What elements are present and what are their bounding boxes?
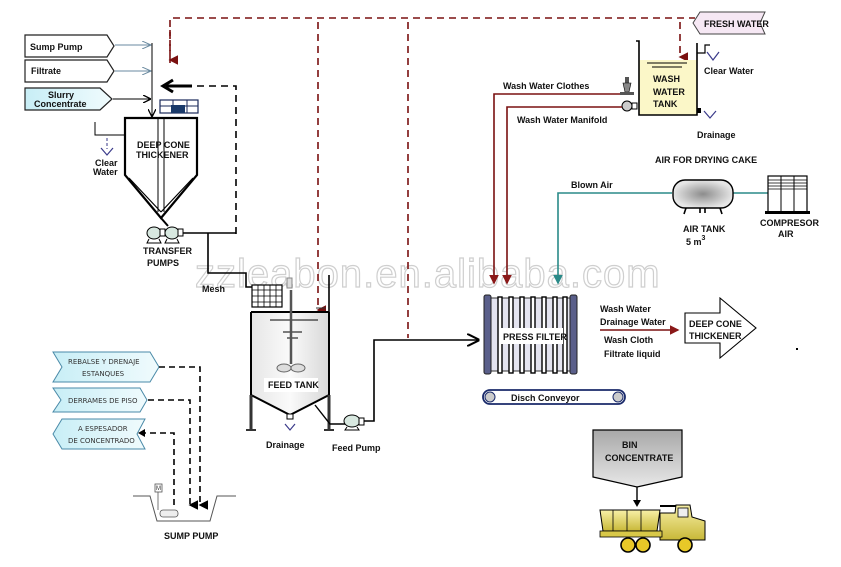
wash-tank-label-2: WATER [653, 87, 685, 97]
fresh-water-label: FRESH WATER [704, 19, 769, 29]
blown-air-label: Blown Air [571, 180, 613, 190]
stray-dot [796, 348, 798, 350]
slurry-concentrate-tag: Slurry Concentrate [24, 87, 113, 111]
thickener-label-1: DEEP CONE [137, 140, 190, 150]
air-tank-label: AIR TANK [683, 224, 726, 234]
sump-area: REBALSE Y DRENAJE ESTANQUES DERRAMES DE … [52, 351, 236, 541]
bin-concentrate: BIN CONCENTRATE [592, 429, 683, 507]
motor-label: M [156, 486, 161, 492]
rebalse-label-1: REBALSE Y DRENAJE [68, 358, 140, 366]
compressor-label-2: AIR [778, 229, 794, 239]
return-to-thickener-arrow: DEEP CONE THICKENER [684, 296, 757, 360]
espesador-label-1: A ESPESADOR [78, 425, 128, 433]
fresh-water-tag: FRESH WATER [692, 11, 769, 35]
deep-cone-thickener: DEEP CONE THICKENER Clear Water [93, 99, 199, 220]
fresh-water-network [168, 17, 695, 338]
drainage-icon [703, 110, 717, 119]
sump-pit [133, 495, 236, 522]
sump-tag-derrames: DERRAMES DE PISO [52, 387, 148, 413]
feed-tank: FEED TANK Drainage Feed Pump [246, 275, 478, 453]
mesh-screen [251, 284, 283, 308]
sump-tag-espesador: A ESPESADOR DE CONCENTRADO [52, 418, 146, 450]
wash-water-manifold-line [502, 106, 622, 285]
wash-clear-water-label: Clear Water [704, 66, 754, 76]
fresh-water-main-line [169, 17, 695, 63]
clear-water-label-1: Clear [95, 158, 118, 168]
output-drainage-water: Drainage Water [600, 317, 666, 327]
feed-pump-label: Feed Pump [332, 443, 381, 453]
wash-water-tank: WASH WATER TANK Clear Water Drainage [620, 40, 754, 140]
transfer-pumps: TRANSFER PUMPS [143, 217, 256, 288]
wash-tank-label-3: TANK [653, 99, 678, 109]
drainage-icon [284, 423, 296, 431]
feed-line [364, 340, 478, 422]
output-wash-water: Wash Water [600, 304, 651, 314]
slurry-label: Slurry [48, 90, 74, 100]
overflow-pipe [94, 122, 125, 136]
wash-water-manifold-label: Wash Water Manifold [517, 115, 607, 125]
rebalse-label-2: ESTANQUES [82, 370, 125, 378]
press-filter: PRESS FILTER Disch Conveyor [482, 294, 626, 405]
air-tank-volume: 5 m3 [686, 235, 706, 247]
wash-water-lines [489, 93, 622, 285]
wash-tank-label-1: WASH [653, 74, 680, 84]
wash-drainage-label: Drainage [697, 130, 736, 140]
thickener-input-tags: Sump Pump Filtrate Slurry Concentrate [24, 34, 152, 116]
wash-pump-icon [621, 100, 638, 112]
air-tank-icon [672, 179, 734, 209]
wash-water-clothes-line [489, 93, 620, 285]
feed-tank-drainage-label: Drainage [266, 440, 305, 450]
pump-icon [164, 226, 184, 244]
return-thickener-label-1: DEEP CONE [689, 319, 742, 329]
clear-water-drain-icon [100, 147, 114, 156]
sump-tag-rebalse: REBALSE Y DRENAJE ESTANQUES [52, 351, 160, 383]
espesador-label-2: DE CONCENTRADO [68, 437, 135, 445]
dump-truck-icon [599, 504, 706, 553]
sump-pump-tag: Sump Pump [24, 34, 115, 58]
clear-water-label-2: Water [93, 167, 118, 177]
blown-air-line [553, 192, 672, 285]
filtrate-input-label: Filtrate [31, 66, 61, 76]
filtrate-tag: Filtrate [24, 59, 115, 83]
bin-label-2: CONCENTRATE [605, 453, 673, 463]
conveyor-label: Disch Conveyor [511, 393, 580, 403]
mesh-label: Mesh [202, 284, 225, 294]
feed-tank-label: FEED TANK [268, 380, 319, 390]
transfer-pumps-label-2: PUMPS [147, 258, 179, 268]
air-system: AIR FOR DRYING CAKE Blown Air AIR TANK 5… [553, 155, 820, 285]
concentrate-label: Concentrate [34, 99, 87, 109]
return-thickener-label-2: THICKENER [689, 331, 742, 341]
output-wash-cloth: Wash Cloth [604, 335, 653, 345]
air-title: AIR FOR DRYING CAKE [655, 155, 757, 165]
recycle-line [160, 78, 237, 234]
sump-pump-icon [159, 509, 179, 518]
sump-pump-label: SUMP PUMP [164, 531, 218, 541]
thickener-label-2: THICKENER [136, 150, 189, 160]
derrames-label: DERRAMES DE PISO [68, 397, 138, 405]
press-filter-label: PRESS FILTER [503, 332, 567, 342]
feed-pump-icon [343, 414, 365, 431]
clear-water-icon [706, 51, 720, 61]
transfer-pumps-label-1: TRANSFER [143, 246, 192, 256]
compressor-label-1: COMPRESOR [760, 218, 820, 228]
sump-pump-input-label: Sump Pump [30, 42, 83, 52]
valve-icon [620, 77, 634, 95]
wash-water-clothes-label: Wash Water Clothes [503, 81, 589, 91]
transfer-line [207, 233, 256, 288]
pump-icon [146, 226, 166, 244]
bin-label-1: BIN [622, 440, 638, 450]
discharge-conveyor: Disch Conveyor [482, 389, 626, 405]
compressor-icon [765, 175, 810, 214]
motor-box [154, 483, 163, 493]
output-filtrate-liquid: Filtrate liquid [604, 349, 661, 359]
